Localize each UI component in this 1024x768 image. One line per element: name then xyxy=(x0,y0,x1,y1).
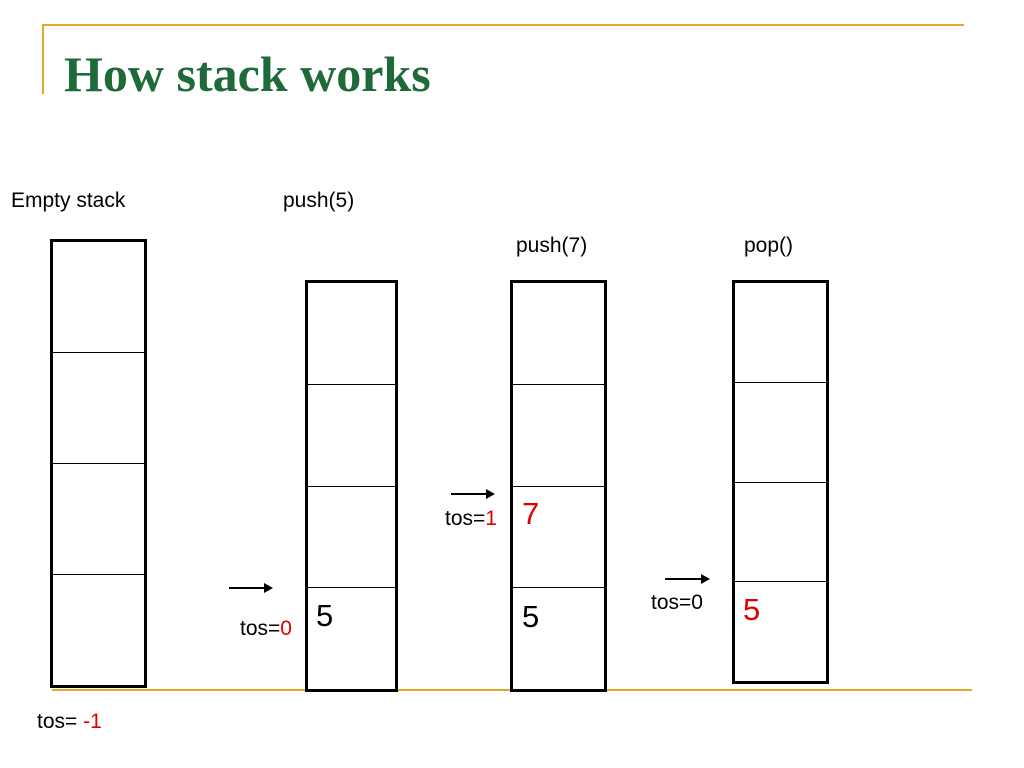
tos-value: 0 xyxy=(280,617,292,640)
stack-value: 5 xyxy=(522,599,540,635)
tos-pointer-arrow xyxy=(229,582,273,594)
stack-cell xyxy=(53,242,144,352)
stack-cell xyxy=(513,283,604,384)
caption-push-7: push(7) xyxy=(516,234,588,257)
stack-after-push-5: 5 xyxy=(305,280,398,692)
stack-cell xyxy=(53,352,144,463)
tos-prefix: tos= xyxy=(240,617,281,640)
caption-empty-stack: Empty stack xyxy=(11,189,126,212)
tos-pointer-arrow xyxy=(665,573,710,585)
caption-push-5: push(5) xyxy=(283,189,355,212)
title-top-rule xyxy=(42,24,964,26)
stack-cell xyxy=(735,283,826,382)
stack-cell xyxy=(53,463,144,574)
stack-empty xyxy=(50,239,147,688)
tos-value: 1 xyxy=(485,507,497,530)
caption-pop: pop() xyxy=(744,234,794,257)
stack-cell xyxy=(735,381,826,482)
tos-prefix: tos= xyxy=(651,591,692,614)
title-left-rule xyxy=(42,24,44,94)
tos-prefix: tos= xyxy=(37,710,84,733)
tos-value: 0 xyxy=(691,591,703,614)
stack-cell: 5 xyxy=(308,587,395,689)
stack-cell: 5 xyxy=(513,587,604,689)
stack-cell xyxy=(308,283,395,384)
stack-cell xyxy=(308,383,395,486)
stack-cell xyxy=(308,485,395,588)
stack-cell xyxy=(513,383,604,486)
tos-pointer-arrow xyxy=(451,488,495,500)
stack-cell: 5 xyxy=(735,581,826,681)
tos-indicator-push-5: tos=0 xyxy=(240,616,292,642)
stack-value: 5 xyxy=(743,592,761,628)
stack-cell: 7 xyxy=(513,485,604,588)
stack-cell xyxy=(53,574,144,685)
tos-value: -1 xyxy=(83,710,102,733)
stack-value: 7 xyxy=(522,495,540,531)
tos-prefix: tos= xyxy=(445,507,486,530)
stack-after-pop: 5 xyxy=(732,280,829,684)
tos-indicator-pop: tos=0 xyxy=(651,590,703,616)
tos-indicator-empty: tos= -1 xyxy=(37,709,102,735)
stack-after-push-7: 7 5 xyxy=(510,280,607,692)
tos-indicator-push-7: tos=1 xyxy=(445,506,497,532)
stack-cell xyxy=(735,481,826,582)
stack-value: 5 xyxy=(316,598,334,634)
slide-title: How stack works xyxy=(64,46,431,102)
